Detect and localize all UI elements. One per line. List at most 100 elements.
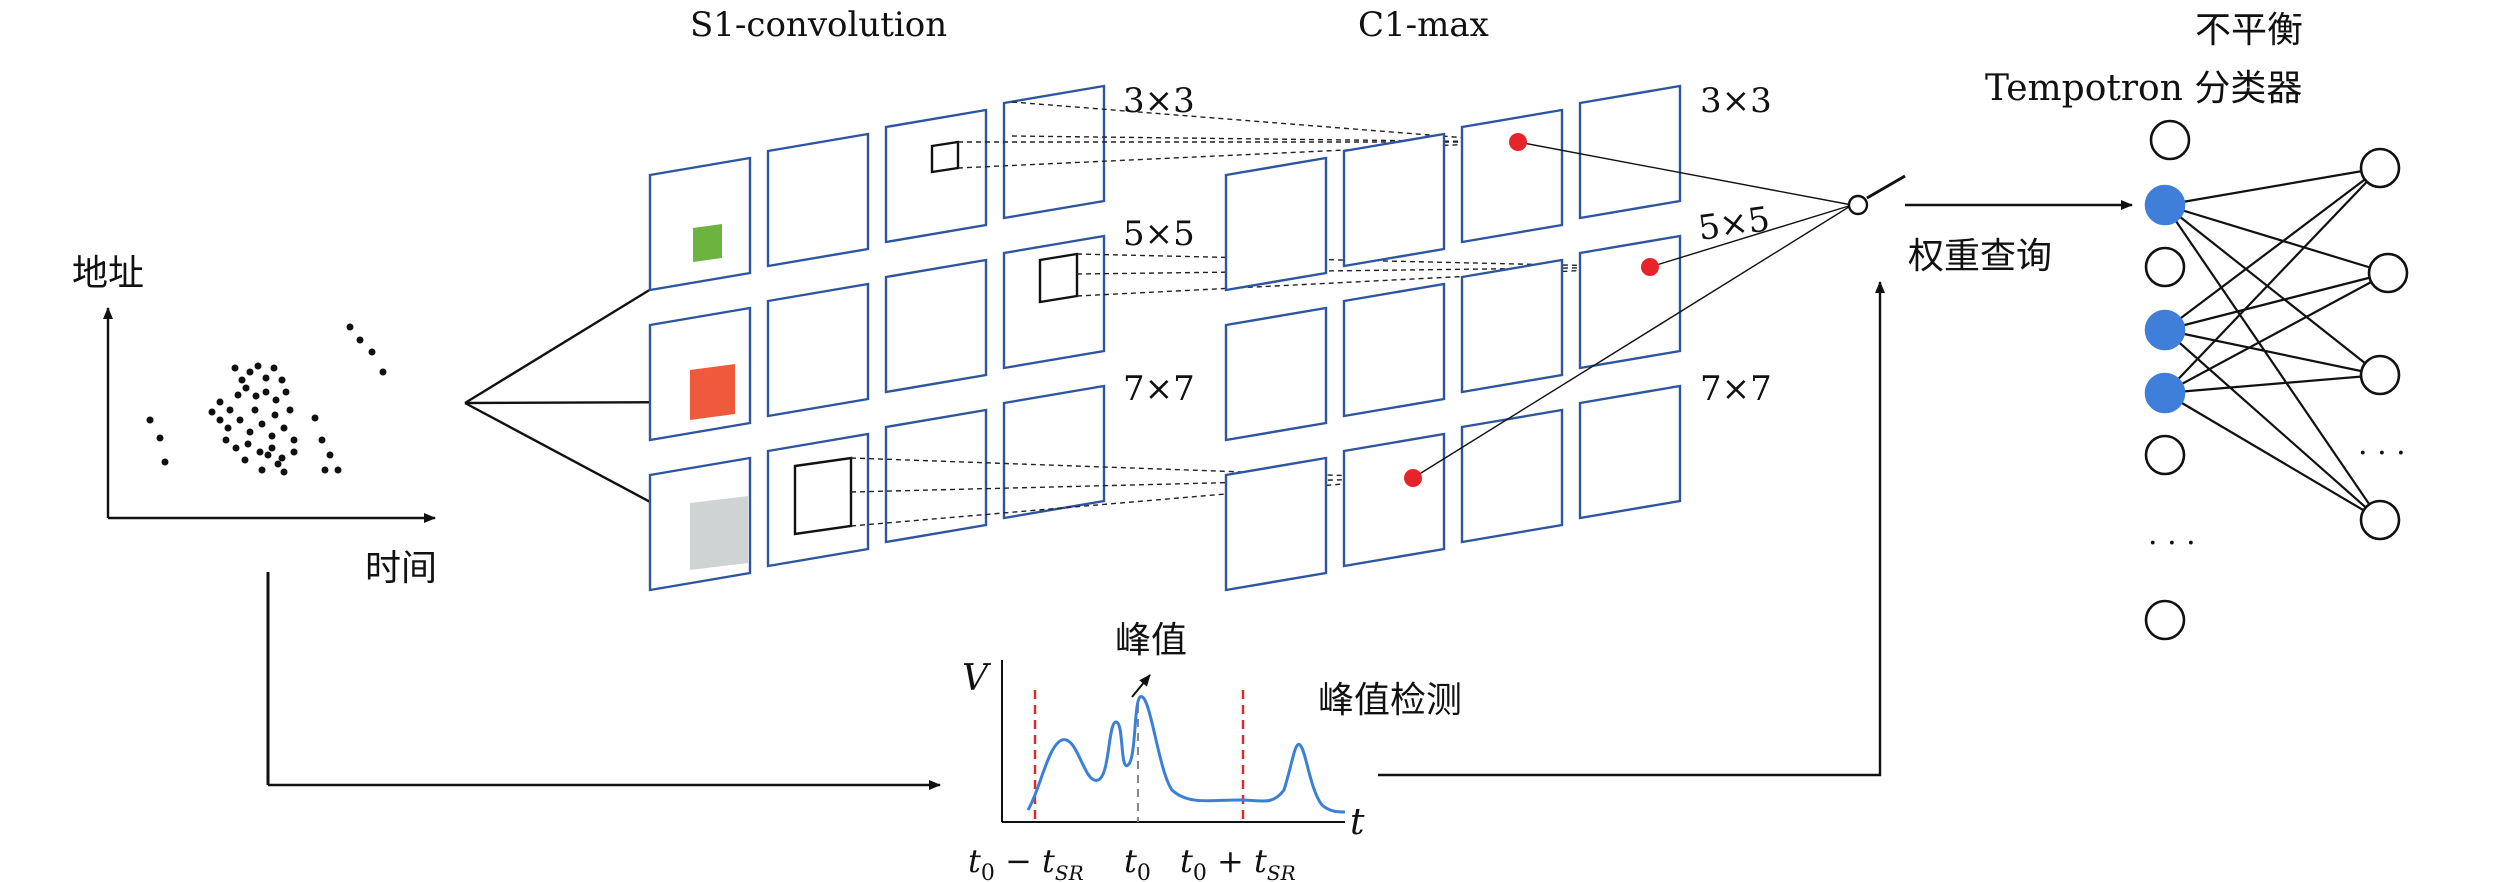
raster-event-29 [236,416,244,424]
c1-scale-3x3: 3×3 [1700,81,1772,121]
raster-y-label: 地址 [72,253,144,294]
switch-arm [1866,174,1906,200]
raster-event-2 [356,336,364,344]
input-neuron-active [2144,184,2186,226]
s1-scale-7x7: 7×7 [1123,369,1195,409]
s1-title: S1-convolution [690,5,947,45]
raster-event-45 [271,411,279,419]
s1-map-r1-c2 [766,132,870,268]
raster-event-30 [246,428,254,436]
raster-event-40 [278,454,286,462]
raster-event-28 [224,424,232,432]
c1-map-r2-c2 [1342,282,1446,418]
s1-map-r3-c4 [1002,384,1106,520]
connection-2-2 [2164,203,2389,275]
raster-event-21 [242,384,250,392]
s1-scale-5x5: 5×5 [1123,214,1195,254]
tick-right-text: t0 + tSR [1180,842,1296,882]
classifier-title-line1: 不平衡 [2195,10,2303,51]
c1-scale-labels: 3×3 5×5 7×7 [1696,81,1773,409]
membrane-potential-curve [1026,695,1346,814]
input-neuron [2149,119,2191,161]
classifier-title-line2: Tempotron 分类器 [1985,68,2302,109]
peak-detection-plot: V t 峰值 峰值检测 t0 − tSR t0 t0 + tSR [962,620,1462,882]
s1-scale-3x3: 3×3 [1123,81,1195,121]
tick-left-window: t0 − tSR [968,842,1084,882]
output-neuron-2 [2367,252,2409,294]
time-axis-label: t [1350,802,1365,843]
connection-5-4 [2164,392,2381,521]
c1-title: C1-max [1358,5,1489,45]
s1-map-r3-c2 [766,432,870,568]
c1-map-r2-c1 [1224,306,1328,442]
c1-map-r3-c1 [1224,456,1328,592]
raster-event-34 [290,436,298,444]
peak-point-5x5 [1641,258,1659,276]
raster-event-19 [278,376,286,384]
raster-event-4 [379,368,387,376]
raster-event-25 [282,388,290,396]
raster-event-18 [270,364,278,372]
input-neuron-active [2144,309,2186,351]
c1-map-r3-c2 [1342,432,1446,568]
raster-event-15 [246,368,254,376]
output-neuron-1 [2359,147,2401,189]
connection-5-3 [2164,373,2381,395]
classifier-output-neurons [2359,147,2409,541]
raster-event-8 [311,414,319,422]
connection-5-1 [2164,167,2381,394]
raster-event-23 [262,388,270,396]
raster-event-22 [252,392,260,400]
raster-event-16 [254,362,262,370]
raster-event-37 [244,440,252,448]
s1-map-r3-c3 [884,408,988,544]
c1-map-r3-c3 [1460,408,1564,544]
feature-patch-green [693,224,722,262]
c1-peak-points [1404,133,1659,487]
voltage-axis-label: V [962,658,992,699]
feature-patch-gray [690,496,748,570]
connection-5-2 [2164,272,2389,394]
s1-map-r2-c4 [1002,234,1106,370]
raster-event-35 [222,436,230,444]
raster-event-11 [334,466,342,474]
s1-feature-maps [648,84,1106,592]
raster-event-12 [321,466,329,474]
c1-map-r2-c3 [1460,258,1564,394]
raster-event-48 [258,466,266,474]
raster-event-33 [280,424,288,432]
tick-mid-text: t0 [1124,842,1151,882]
tick-left-text: t0 − tSR [968,842,1084,882]
raster-event-5 [146,416,154,424]
c1-map-r1-c1 [1224,156,1328,292]
raster-event-14 [238,376,246,384]
raster-event-1 [346,323,354,331]
connection-4-4 [2164,329,2381,521]
connection-2-4 [2164,204,2381,521]
s1-map-r1-c1 [648,156,752,292]
c1-map-r2-c4 [1578,234,1682,370]
s1-scale-labels: 3×3 5×5 7×7 [1123,81,1195,409]
input-neuron [2144,434,2186,476]
output-neuron-3 [2359,354,2401,396]
s1-map-r2-c2 [766,282,870,418]
c1-map-r1-c2 [1342,132,1446,268]
s1-map-r2-c3 [884,258,988,394]
peak-detection-flow [266,281,1885,790]
raster-event-13 [231,364,239,372]
raster-event-26 [208,408,216,416]
raster-event-42 [216,398,224,406]
raster-event-39 [268,444,276,452]
c1-map-r3-c4 [1578,384,1682,520]
peak-point-7x7 [1404,469,1422,487]
feature-patch-red [690,364,735,420]
s1-feature-patches [690,224,748,570]
raster-event-32 [268,432,276,440]
event-raster-plot: 地址 时间 [72,253,437,589]
connection-2-1 [2164,166,2381,207]
output-neuron-4 [2359,499,2401,541]
raster-event-43 [226,406,234,414]
raster-event-7 [161,458,169,466]
raster-event-44 [251,406,259,414]
